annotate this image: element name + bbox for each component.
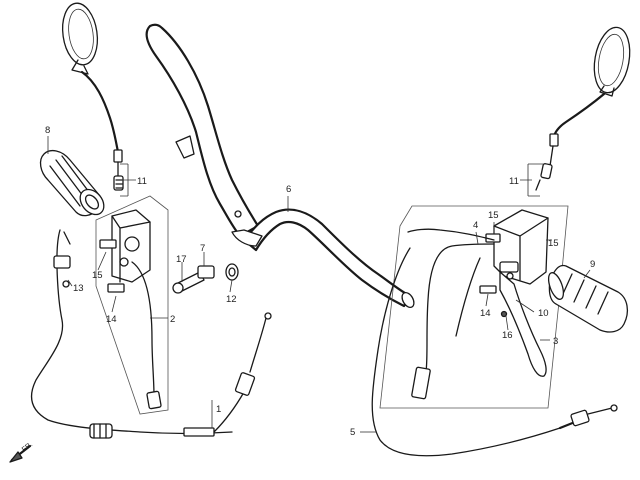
callout-labels: 1 2 3 4 5 6 7 8 9 10 11 11 12 13 14 14 1… <box>45 125 595 438</box>
front-direction-marker: FR. <box>9 441 34 463</box>
callout-13: 13 <box>73 283 84 294</box>
callout-3: 3 <box>553 336 558 347</box>
callout-11-left: 11 <box>137 176 147 187</box>
leader-lines <box>47 136 591 433</box>
callout-12: 12 <box>226 294 237 305</box>
left-grip <box>39 149 105 217</box>
callout-14-right: 14 <box>480 308 491 319</box>
callout-2: 2 <box>170 314 175 325</box>
callout-15-right: 15 <box>488 210 499 221</box>
handlebar-fasteners <box>172 263 239 294</box>
front-marker-label: FR. <box>21 441 34 453</box>
brake-cable <box>371 247 618 457</box>
right-lever-assembly <box>379 205 569 409</box>
callout-10: 10 <box>538 308 549 319</box>
callout-15-left: 15 <box>92 270 103 281</box>
callout-17: 17 <box>176 254 187 265</box>
left-switch-assembly <box>95 195 169 415</box>
callout-5: 5 <box>350 427 355 438</box>
callout-9: 9 <box>590 259 595 270</box>
right-grip <box>547 264 629 333</box>
callout-6: 6 <box>286 184 291 195</box>
callout-1: 1 <box>216 404 221 415</box>
right-mirror <box>535 26 631 191</box>
left-mirror <box>61 2 124 191</box>
callout-8: 8 <box>45 125 50 136</box>
handlebar <box>145 23 415 309</box>
callout-14-left: 14 <box>106 314 117 325</box>
callout-11-right: 11 <box>509 176 519 187</box>
callout-16: 16 <box>502 330 513 341</box>
callout-7: 7 <box>200 243 205 254</box>
callout-15-right-2: 15 <box>548 238 559 249</box>
callout-4: 4 <box>473 220 478 231</box>
throttle-cable <box>30 229 272 439</box>
